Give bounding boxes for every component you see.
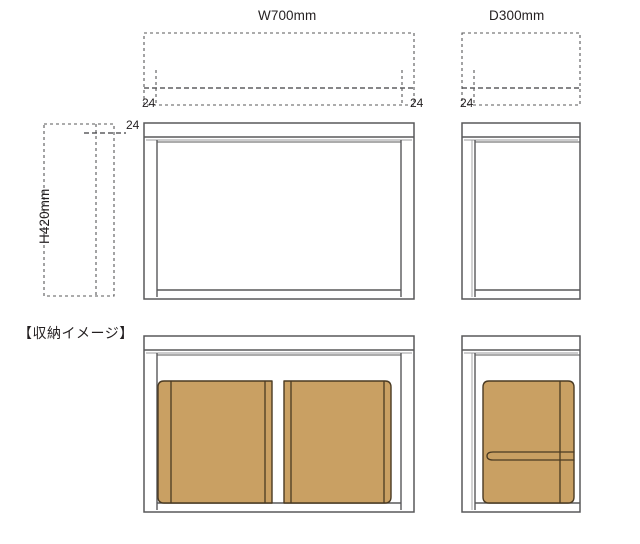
width-dimension-outline [143,32,415,106]
front-elevation-view [143,122,415,300]
side-elevation-view [461,122,581,300]
height-dimension-label: H420mm [37,188,52,244]
depth-dimension-outline [461,32,581,106]
storage-box-front-1 [157,380,273,504]
front-storage-view [143,335,415,513]
side-storage-view [461,335,581,513]
storage-box-side-1 [482,380,575,504]
thickness-label-height-top: 24 [126,118,140,132]
thickness-label-front-left: 24 [142,96,156,110]
storage-image-caption: 【収納イメージ】 [18,325,134,341]
depth-dimension-label: D300mm [489,8,545,23]
thickness-label-front-right: 24 [410,96,424,110]
thickness-label-side-left: 24 [460,96,474,110]
width-dimension-label: W700mm [258,8,317,23]
height-dimension-outline [43,123,126,297]
storage-box-front-2 [283,380,392,504]
